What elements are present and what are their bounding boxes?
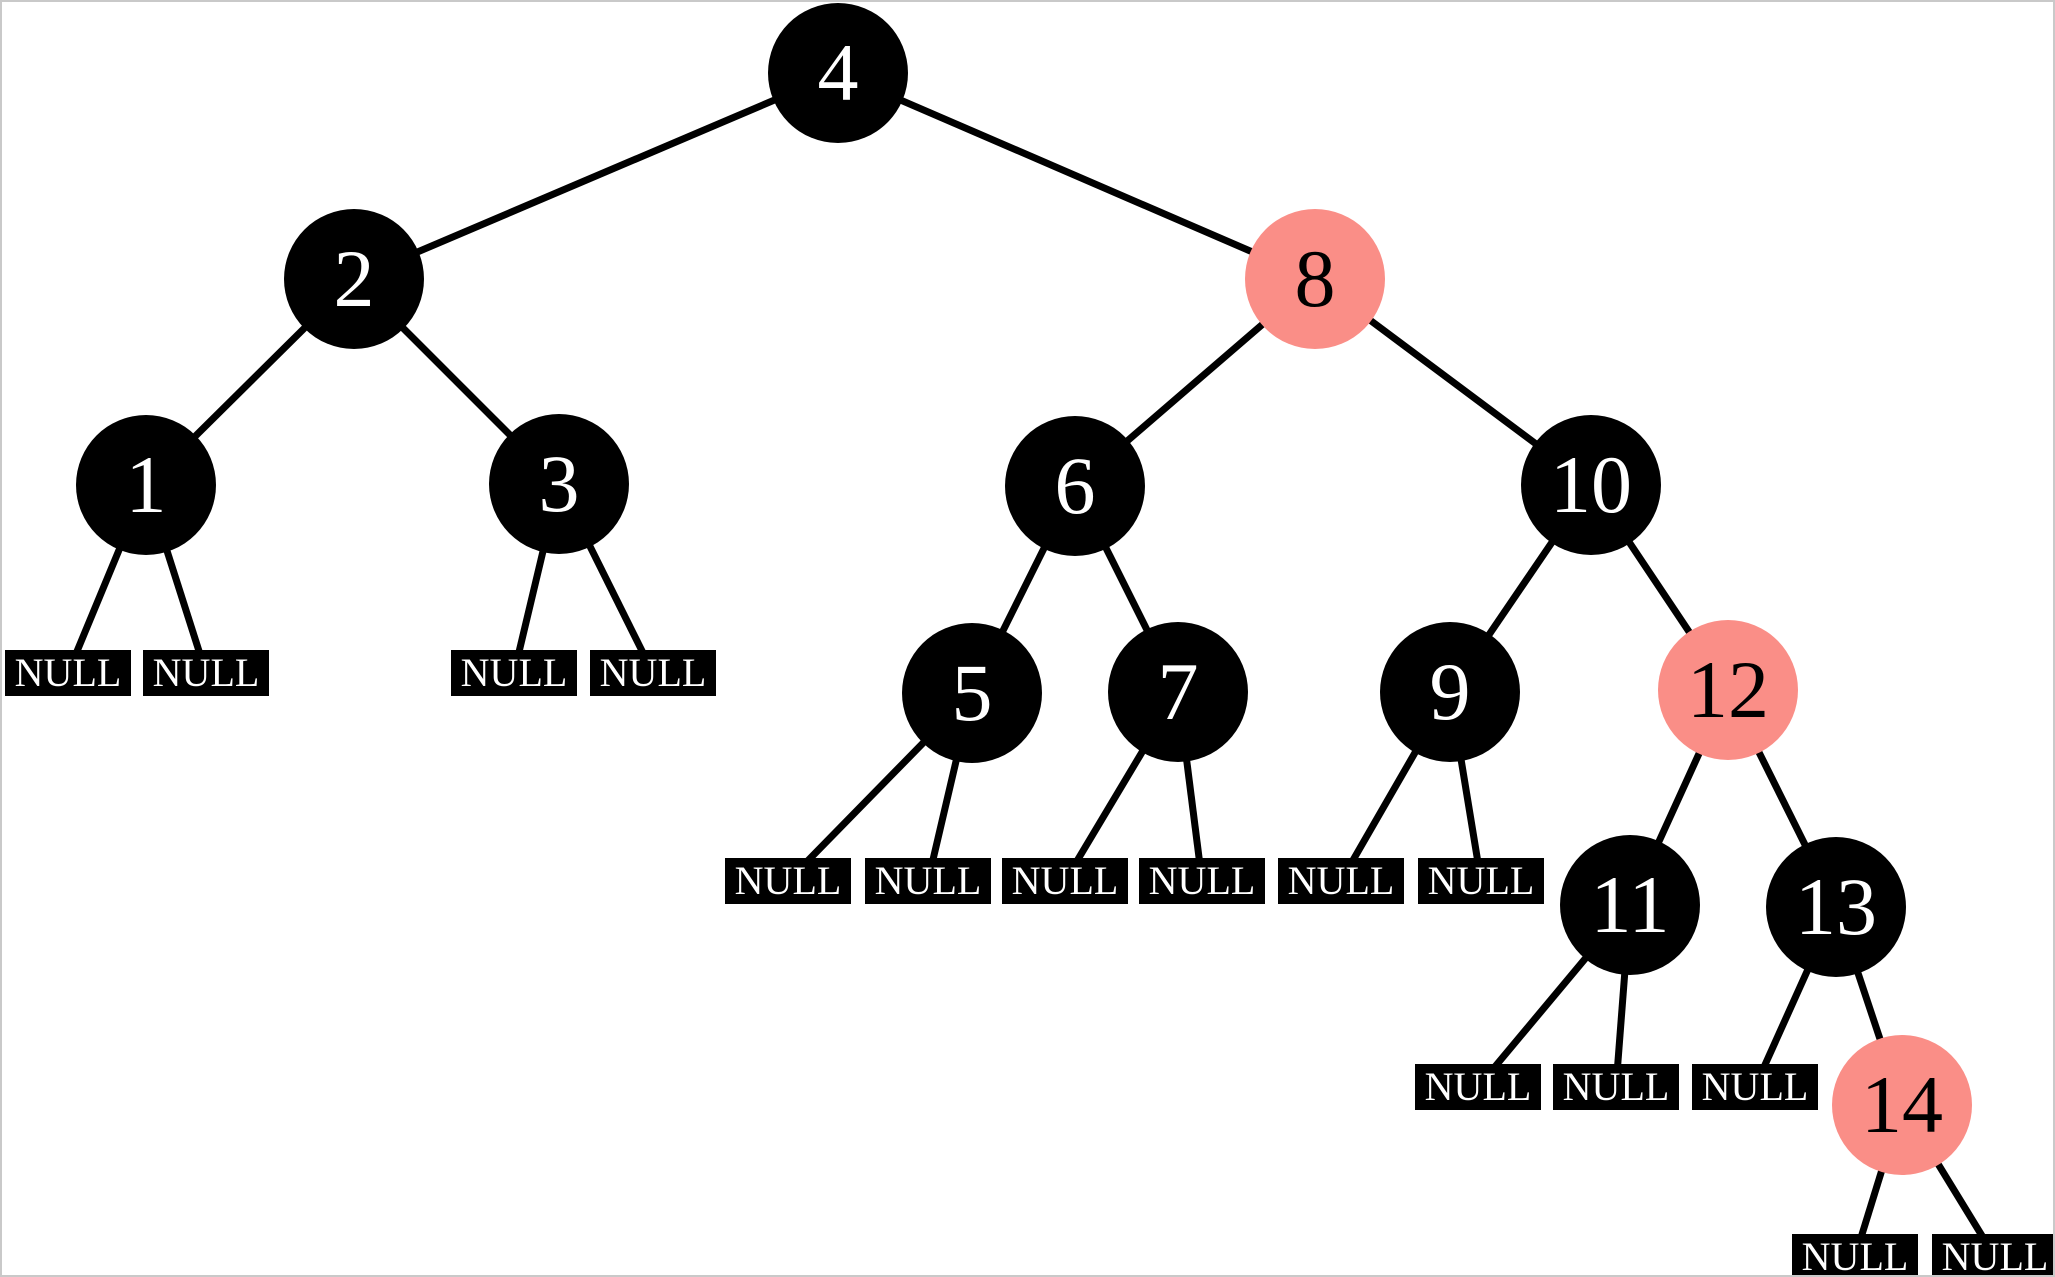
null-leaf-13-left: NULL (1692, 1064, 1818, 1110)
tree-node-4: 4 (768, 3, 908, 143)
node-key-9: 9 (1429, 646, 1471, 737)
null-leaf-1-left: NULL (5, 650, 131, 696)
tree-node-12: 12 (1658, 620, 1798, 760)
node-key-14: 14 (1861, 1059, 1943, 1150)
null-label: NULL (1801, 1234, 1909, 1277)
tree-node-8: 8 (1245, 209, 1385, 349)
node-key-5: 5 (951, 647, 993, 738)
null-leaf-3-right: NULL (590, 650, 716, 696)
tree-node-13: 13 (1766, 837, 1906, 977)
null-leaf-14-right: NULL (1932, 1234, 2053, 1277)
tree-node-10: 10 (1521, 415, 1661, 555)
edge-4-2 (352, 69, 840, 283)
tree-node-14: 14 (1832, 1035, 1972, 1175)
node-key-4: 4 (817, 27, 859, 118)
node-key-10: 10 (1550, 439, 1632, 530)
null-label: NULL (1424, 1064, 1532, 1109)
node-key-11: 11 (1590, 859, 1670, 950)
null-leaf-9-left: NULL (1278, 858, 1404, 904)
null-label: NULL (1941, 1234, 2049, 1277)
null-leaf-1-right: NULL (143, 650, 269, 696)
null-label: NULL (1011, 858, 1119, 903)
null-label: NULL (874, 858, 982, 903)
null-label: NULL (1148, 858, 1256, 903)
null-label: NULL (734, 858, 842, 903)
null-leaf-14-left: NULL (1792, 1234, 1918, 1277)
null-label: NULL (1427, 858, 1535, 903)
null-leaf-11-right: NULL (1553, 1064, 1679, 1110)
null-label: NULL (599, 650, 707, 695)
tree-node-5: 5 (902, 623, 1042, 763)
tree-node-7: 7 (1108, 622, 1248, 762)
node-key-3: 3 (538, 438, 580, 529)
null-label: NULL (14, 650, 122, 695)
null-leaf-7-right: NULL (1139, 858, 1265, 904)
null-leaf-3-left: NULL (451, 650, 577, 696)
node-key-12: 12 (1687, 644, 1769, 735)
null-label: NULL (460, 650, 568, 695)
tree-node-9: 9 (1380, 622, 1520, 762)
edge-4-8 (836, 69, 1317, 283)
node-key-13: 13 (1795, 861, 1877, 952)
null-leaf-7-left: NULL (1002, 858, 1128, 904)
null-leaf-5-left: NULL (725, 858, 851, 904)
null-leaf-11-left: NULL (1415, 1064, 1541, 1110)
null-label: NULL (1562, 1064, 1670, 1109)
tree-node-2: 2 (284, 209, 424, 349)
tree-node-11: 11 (1560, 835, 1700, 975)
tree-node-3: 3 (489, 414, 629, 554)
node-key-6: 6 (1054, 440, 1096, 531)
null-leaf-5-right: NULL (865, 858, 991, 904)
tree-node-1: 1 (76, 415, 216, 555)
node-key-8: 8 (1294, 233, 1336, 324)
node-key-1: 1 (125, 439, 167, 530)
tree-node-6: 6 (1005, 416, 1145, 556)
null-label: NULL (1701, 1064, 1809, 1109)
null-leaf-9-right: NULL (1418, 858, 1544, 904)
node-key-7: 7 (1157, 646, 1199, 737)
node-key-2: 2 (333, 233, 375, 324)
null-label: NULL (152, 650, 260, 695)
null-label: NULL (1287, 858, 1395, 903)
